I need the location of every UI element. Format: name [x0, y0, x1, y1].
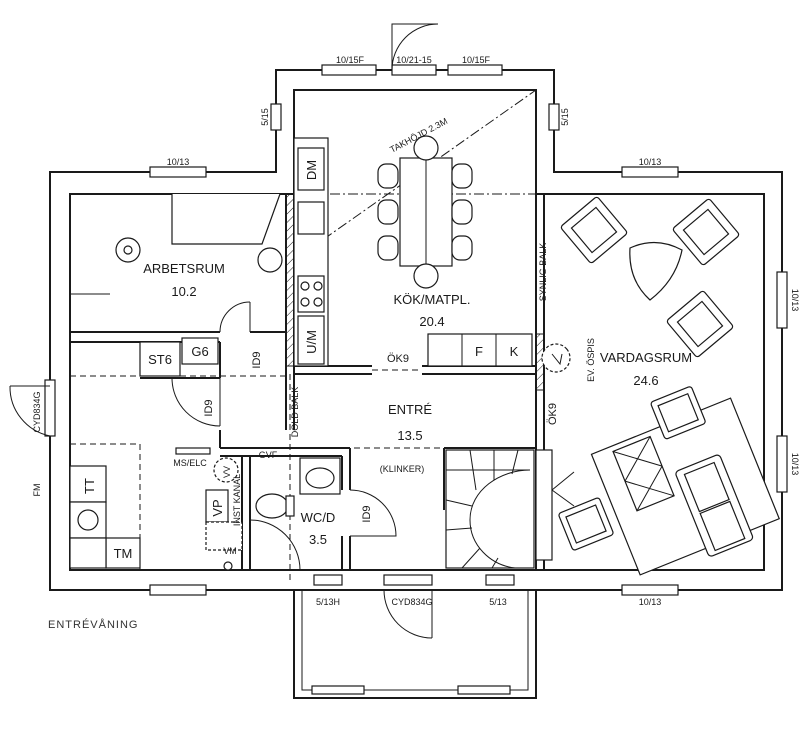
doors — [9, 23, 439, 639]
veranda — [293, 590, 537, 699]
label-vm: VM — [223, 546, 237, 556]
appliance-tm: TM — [114, 546, 133, 561]
window-label-top-right: 10/15F — [462, 55, 491, 65]
window-label-vardagsrum-top: 10/13 — [639, 157, 662, 167]
window-label-bottom-right: 10/13 — [639, 597, 662, 607]
wc-fixtures — [255, 457, 341, 519]
utility-fixtures — [69, 337, 243, 571]
window-label-arbetsrum: 10/13 — [167, 157, 190, 167]
window-label-side-left: 5/15 — [260, 108, 270, 126]
label-gvf: GVF — [259, 450, 278, 460]
window-label-side-right: 5/15 — [560, 108, 570, 126]
room-area-kok: 20.4 — [419, 314, 444, 329]
room-name-vardagsrum: VARDAGSRUM — [600, 350, 692, 365]
window-labels: 10/15F 10/21-15 10/15F 5/15 5/15 10/13 1… — [32, 55, 800, 607]
door-label-entrance: CYD834G — [391, 597, 432, 607]
label-fm: FM — [32, 484, 42, 497]
appliance-k: K — [510, 344, 519, 359]
door-label-side: CYD834G — [32, 391, 42, 432]
label-ms-elc: MS/ELC — [173, 458, 207, 468]
window-label-vardagsrum-right-1: 10/13 — [790, 289, 800, 312]
window-label-top-center: 10/21-15 — [396, 55, 432, 65]
appliance-um: U/M — [304, 330, 319, 354]
label-synlig-balk: SYNLIG BALK — [538, 243, 548, 302]
label-inst-kanal: INST KANAL — [232, 474, 242, 526]
window-label-bottom-mid-right: 5/13 — [489, 597, 507, 607]
label-ok9-a: ÖK9 — [387, 353, 409, 365]
room-labels: ARBETSRUM 10.2 KÖK/MATPL. 20.4 VARDAGSRU… — [143, 261, 692, 547]
window-label-vardagsrum-right-2: 10/13 — [790, 453, 800, 476]
windows — [44, 64, 788, 596]
label-klinker: (KLINKER) — [380, 464, 425, 474]
appliance-st6: ST6 — [148, 352, 172, 367]
appliance-labels: DM U/M F K ST6 G6 TT TM VP VV — [82, 160, 519, 561]
window-label-bottom-mid-left: 5/13H — [316, 597, 340, 607]
appliance-g6: G6 — [191, 344, 208, 359]
label-ev-ospis: EV. ÖSPIS — [586, 338, 596, 382]
room-area-wc: 3.5 — [309, 532, 327, 547]
plan-caption: ENTRÉVÅNING — [48, 618, 138, 631]
kitchen-fixtures — [293, 135, 533, 367]
appliance-tt: TT — [82, 478, 97, 494]
staircase — [445, 449, 553, 569]
office-furniture — [70, 193, 283, 295]
room-name-entre: ENTRÉ — [388, 402, 432, 417]
room-area-entre: 13.5 — [397, 428, 422, 443]
room-name-wc: WC/D — [301, 510, 336, 525]
appliance-vv: VV — [222, 466, 232, 478]
room-area-arbetsrum: 10.2 — [171, 284, 196, 299]
label-id9-b: ID9 — [203, 399, 215, 416]
appliance-vp: VP — [210, 499, 225, 516]
label-id9-a: ID9 — [251, 351, 263, 368]
window-label-top-left: 10/15F — [336, 55, 365, 65]
room-name-arbetsrum: ARBETSRUM — [143, 261, 225, 276]
label-dold-balk: DOLD BALK — [290, 387, 300, 438]
label-ok9-b: ÖK9 — [547, 403, 559, 425]
label-id9-c: ID9 — [361, 505, 373, 522]
living-furniture — [541, 196, 781, 576]
appliance-f: F — [475, 344, 483, 359]
room-area-vardagsrum: 24.6 — [633, 373, 658, 388]
appliance-dm: DM — [304, 160, 319, 180]
room-name-kok: KÖK/MATPL. — [393, 292, 470, 307]
